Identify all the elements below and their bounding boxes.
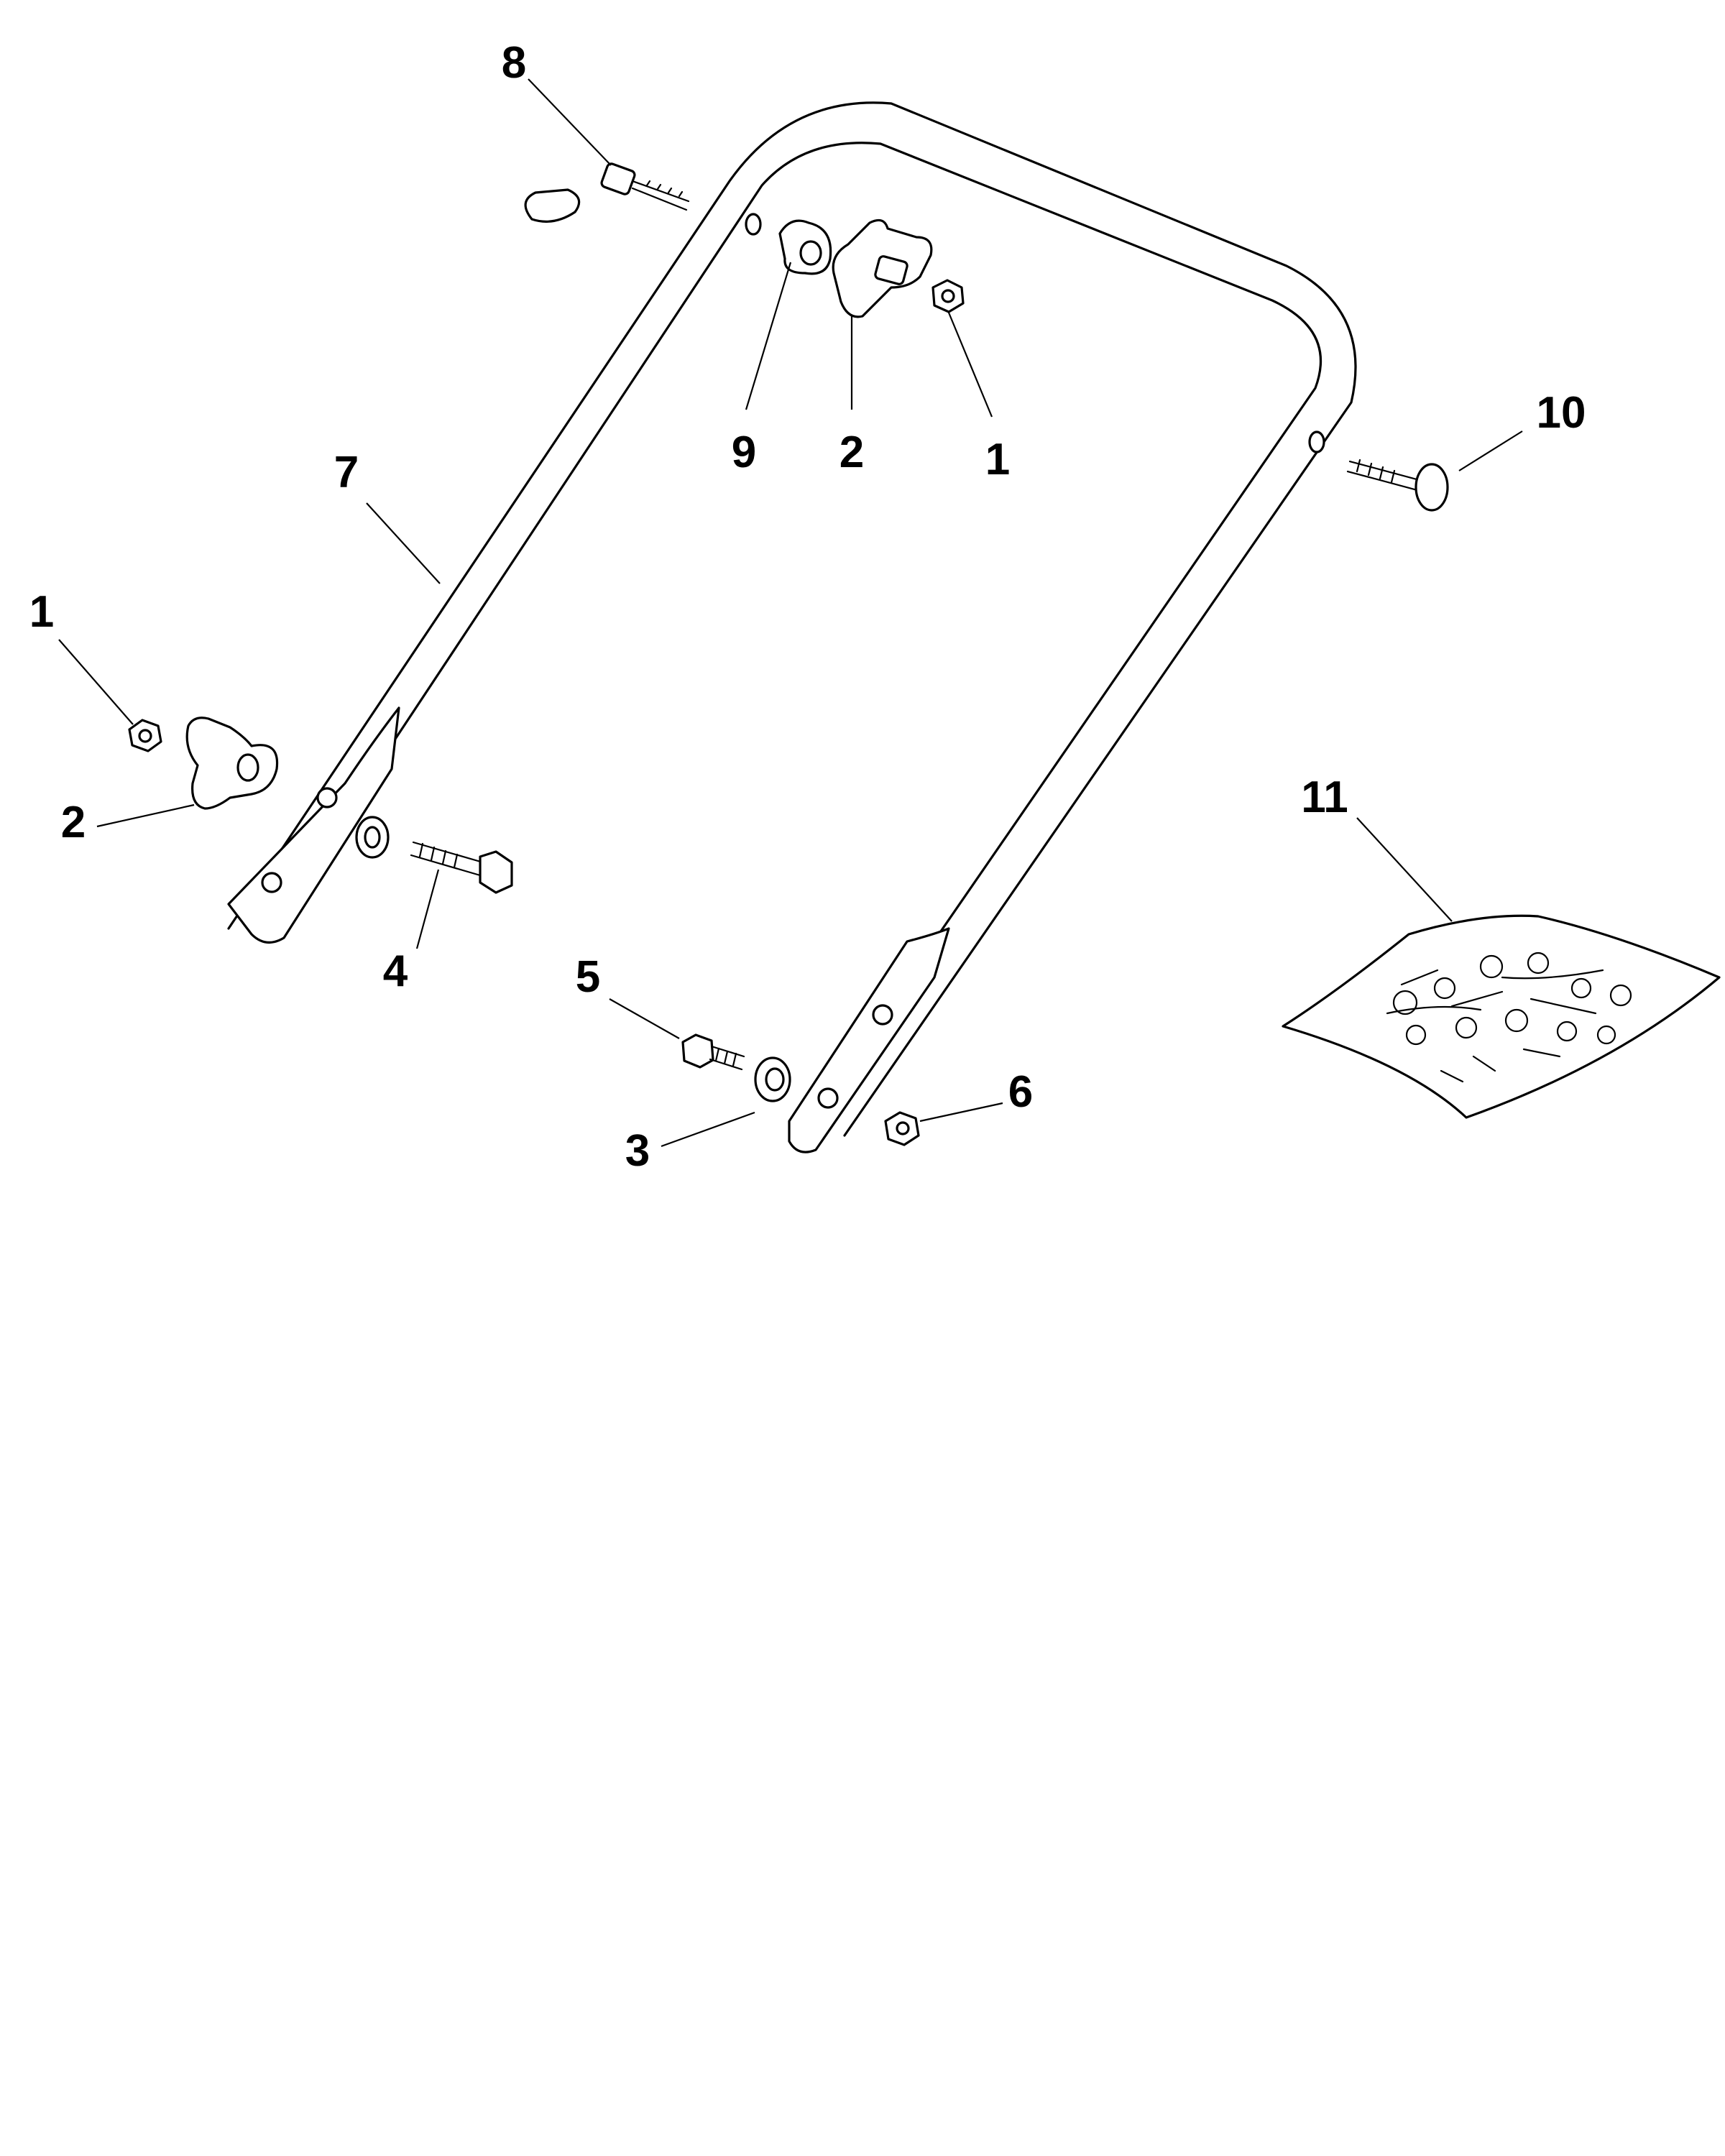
pin xyxy=(524,162,690,223)
nut-bottom xyxy=(884,1111,920,1146)
knob-top xyxy=(832,218,933,318)
callout-9: 9 xyxy=(732,428,756,477)
bolt-left xyxy=(355,816,513,894)
nut-top xyxy=(932,279,965,313)
bolt-bottom xyxy=(681,1033,745,1071)
callout-6: 6 xyxy=(1008,1067,1033,1117)
callout-1-top: 1 xyxy=(985,435,1010,484)
callout-5: 5 xyxy=(576,952,600,1002)
callout-1-left: 1 xyxy=(29,587,54,637)
callout-11: 11 xyxy=(1301,773,1348,822)
callout-8: 8 xyxy=(502,38,526,88)
carriage-bolt xyxy=(1346,459,1449,512)
callout-2-left: 2 xyxy=(61,798,86,847)
callouts: 8 9 2 1 10 7 1 2 4 5 3 6 11 xyxy=(29,38,1586,1176)
callout-7: 7 xyxy=(334,448,359,497)
washer xyxy=(754,1056,791,1102)
callout-10: 10 xyxy=(1537,388,1586,438)
handle xyxy=(227,101,1357,1153)
leader-lines xyxy=(58,78,1523,1148)
hardware-bag xyxy=(1282,914,1721,1119)
callout-2-top: 2 xyxy=(840,428,864,477)
callout-3: 3 xyxy=(625,1126,650,1176)
knob-small xyxy=(778,219,832,275)
callout-4: 4 xyxy=(383,946,408,996)
nut-left xyxy=(128,719,162,752)
knob-left xyxy=(185,717,279,810)
